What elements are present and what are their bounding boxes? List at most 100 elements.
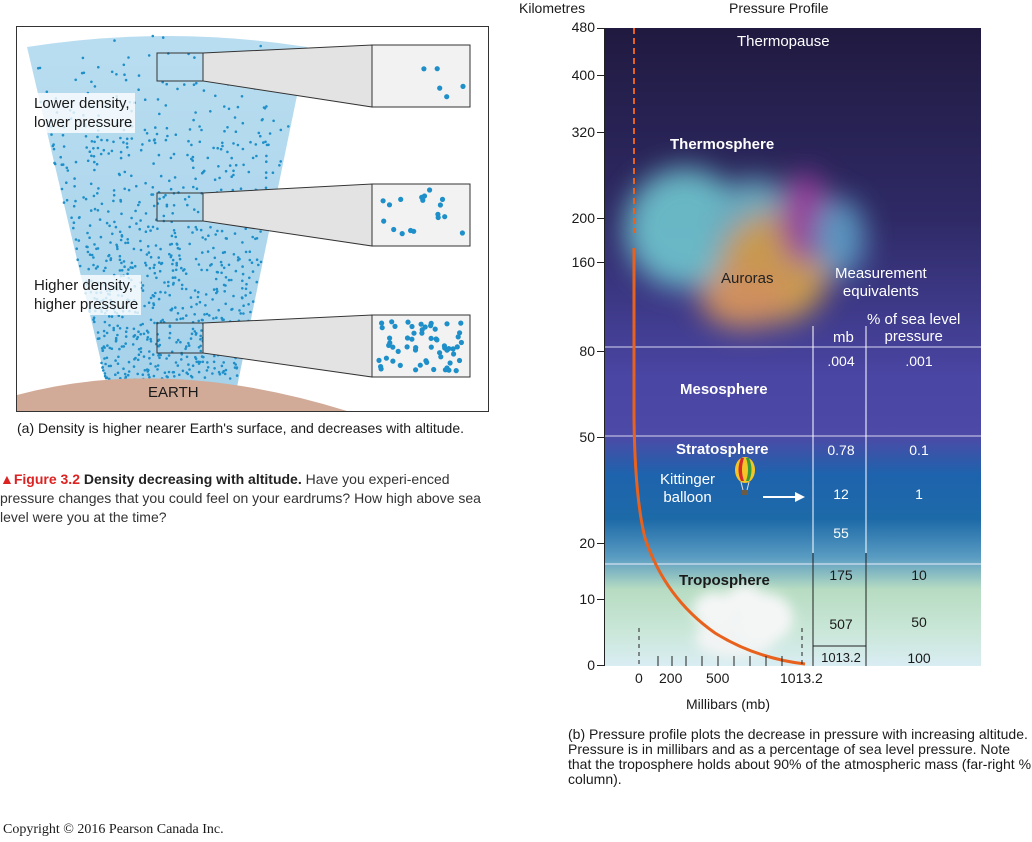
molecule-dot <box>244 227 247 230</box>
figure-caption-text: Have you experi-enced pressure changes t… <box>0 471 481 525</box>
molecule-dot <box>195 187 199 190</box>
molecule-dot <box>226 150 229 154</box>
molecule-dot <box>61 133 65 137</box>
molecule-dot <box>169 255 173 259</box>
air-molecule-dots <box>37 34 302 382</box>
molecule-dot <box>119 150 123 154</box>
molecule-dot <box>262 106 266 109</box>
molecule-dot <box>143 98 147 101</box>
molecule-dot <box>155 132 159 136</box>
molecule-dot <box>117 314 121 318</box>
molecule-dot <box>265 154 268 158</box>
molecule-dot <box>164 193 167 197</box>
molecule-dot <box>170 308 173 312</box>
magnified-molecule-dot <box>439 196 446 202</box>
molecule-dot <box>139 148 143 152</box>
molecule-dot <box>176 246 180 250</box>
molecule-dot <box>84 135 88 138</box>
molecule-dot <box>120 269 124 272</box>
molecule-dot <box>144 212 148 215</box>
molecule-dot <box>124 342 127 345</box>
pct-value-50km: 0.1 <box>909 442 929 458</box>
molecule-dot <box>227 263 231 267</box>
molecule-dot <box>149 340 153 343</box>
magnified-molecule-dot <box>437 85 443 91</box>
molecule-dot <box>137 348 141 351</box>
molecule-dot <box>115 73 118 76</box>
molecule-dot <box>139 219 142 222</box>
molecule-dot <box>223 129 226 133</box>
molecule-dot <box>130 261 134 265</box>
molecule-dot <box>139 332 142 336</box>
molecule-dot <box>209 110 212 113</box>
molecule-dot <box>120 235 124 238</box>
molecule-dot <box>211 298 214 301</box>
molecule-dot <box>123 170 127 174</box>
molecule-dot <box>94 267 98 270</box>
molecule-dot <box>66 169 70 172</box>
molecule-dot <box>96 146 100 150</box>
molecule-dot <box>219 147 223 151</box>
molecule-dot <box>147 225 150 228</box>
molecule-dot <box>198 360 202 364</box>
magnified-molecule-dot <box>413 367 419 373</box>
molecule-dot <box>224 169 228 173</box>
molecule-dot <box>187 139 190 143</box>
molecule-dot <box>119 136 122 140</box>
molecule-dot <box>123 73 126 76</box>
molecule-dot <box>164 291 167 294</box>
molecule-dot <box>163 281 166 284</box>
molecule-dot <box>241 265 244 268</box>
molecule-dot <box>122 260 126 263</box>
molecule-dot <box>88 150 92 153</box>
magnified-molecule-dot <box>404 344 410 350</box>
molecule-dot <box>184 287 188 291</box>
molecule-dot <box>151 225 155 229</box>
molecule-dot <box>114 336 118 340</box>
molecule-dot <box>157 344 160 348</box>
molecule-dot <box>242 312 245 315</box>
molecule-dot <box>264 140 267 144</box>
molecule-dot <box>105 138 109 142</box>
molecule-dot <box>149 318 153 322</box>
molecule-dot <box>107 315 111 318</box>
molecule-dot <box>162 195 165 199</box>
molecule-dot <box>198 140 202 144</box>
molecule-dot <box>200 318 204 322</box>
molecule-dot <box>232 142 235 145</box>
molecule-dot <box>187 341 190 345</box>
molecule-dot <box>110 70 114 74</box>
pressure-profile-plot: Thermopause Thermosphere Auroras Measure… <box>605 28 981 666</box>
molecule-dot <box>141 322 144 326</box>
pct-value-balloon: 1 <box>915 486 923 502</box>
molecule-dot <box>224 237 228 240</box>
molecule-dot <box>89 209 93 212</box>
molecule-dot <box>234 163 238 167</box>
molecule-dot <box>125 326 129 330</box>
y-tick-label: 80 <box>579 343 595 359</box>
molecule-dot <box>163 371 167 375</box>
molecule-dot <box>107 253 111 257</box>
molecule-dot <box>114 340 118 343</box>
molecule-dot <box>127 153 131 157</box>
molecule-dot <box>251 235 254 239</box>
molecule-dot <box>214 277 218 281</box>
magnified-molecule-dot <box>454 344 460 350</box>
molecule-dot <box>198 125 201 128</box>
magnified-molecule-dot <box>428 335 434 341</box>
molecule-dot <box>191 327 195 331</box>
magnified-molecule-dot <box>432 326 438 332</box>
molecule-dot <box>209 264 212 267</box>
molecule-dot <box>93 85 97 88</box>
molecule-dot <box>204 238 207 241</box>
molecule-dot <box>216 229 219 233</box>
molecule-dot <box>212 246 215 250</box>
molecule-dot <box>196 210 200 214</box>
molecule-dot <box>190 332 194 336</box>
molecule-dot <box>103 320 107 324</box>
molecule-dot <box>107 210 110 213</box>
mb-value-5km: 507 <box>829 616 853 632</box>
molecule-dot <box>164 138 168 142</box>
molecule-dot <box>130 216 133 220</box>
molecule-dot <box>144 264 148 267</box>
